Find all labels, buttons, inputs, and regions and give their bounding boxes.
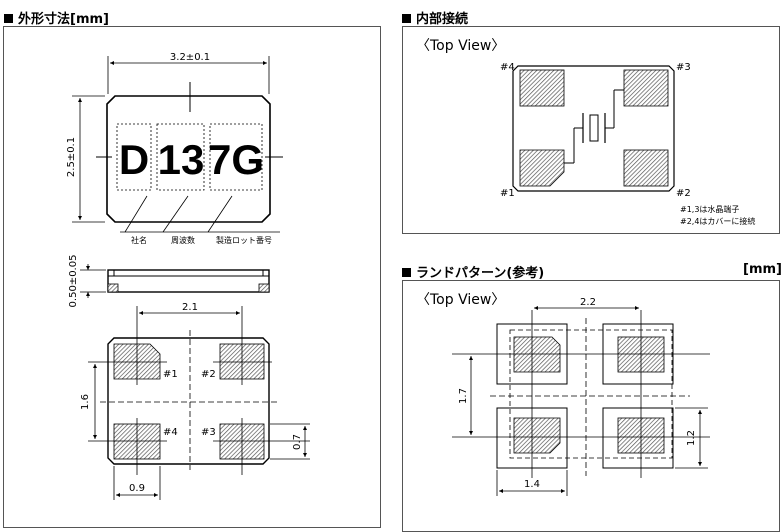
- marking-box-2: [156, 123, 205, 191]
- internal-connection-diagram: 〈Top View〉 #4 #3 #1 #2 #1,3は水晶端子 #2,4はカバ…: [416, 38, 755, 226]
- internal-heading: 内部接続: [402, 8, 468, 27]
- drawing-canvas: 3.2±0.1 2.5±0.1 D 13 7G 社名 周波数 製造ロット番号 0…: [66, 38, 755, 500]
- dim-pad-pitch-x: 2.1: [182, 302, 198, 313]
- internal-pad-2: [623, 149, 669, 187]
- marking-text-2: 13: [158, 136, 205, 183]
- outline-top-view: 3.2±0.1 2.5±0.1 D 13 7G 社名 周波数 製造ロット番号: [66, 52, 283, 245]
- pad-label-2: #2: [201, 369, 216, 380]
- land-dim-height: 1.2: [686, 430, 697, 446]
- callout-frequency: 周波数: [171, 235, 195, 245]
- internal-pin-4: #4: [500, 62, 515, 73]
- internal-note-1: #1,3は水晶端子: [680, 204, 739, 214]
- marking-box-1: [116, 123, 152, 191]
- land-dim-pitch-x: 2.2: [580, 297, 596, 308]
- internal-pad-1: [519, 149, 565, 187]
- internal-note-2: #2,4はカバーに接続: [680, 216, 755, 226]
- outline-heading-text: 外形寸法[mm]: [18, 12, 109, 27]
- internal-heading-text: 内部接続: [416, 12, 469, 27]
- internal-pad-3: [623, 69, 669, 107]
- land-heading-text: ランドパターン(参考): [416, 266, 545, 281]
- land-pattern-diagram: 〈Top View〉 2.2 1.7 1.4 1.2: [416, 292, 710, 496]
- outline-heading: 外形寸法[mm]: [4, 8, 109, 27]
- internal-panel: [402, 26, 780, 234]
- crystal-icon: [564, 89, 624, 164]
- dim-thickness: 0.50±0.05: [68, 255, 79, 308]
- heading-square-icon: [402, 14, 411, 23]
- dim-pad-width: 0.9: [129, 483, 145, 494]
- dim-pad-height: 0.7: [292, 434, 303, 450]
- dim-pad-pitch-y: 1.6: [80, 394, 91, 410]
- callout-lot-number: 製造ロット番号: [216, 235, 272, 245]
- land-heading: ランドパターン(参考): [402, 262, 544, 281]
- dim-width: 3.2±0.1: [170, 52, 210, 63]
- pad-label-1: #1: [163, 369, 178, 380]
- marking-text-1: D: [119, 136, 149, 183]
- heading-square-icon: [402, 268, 411, 277]
- outline-side-view: 0.50±0.05: [68, 255, 270, 308]
- land-unit: [mm]: [743, 262, 781, 277]
- callout-company: 社名: [131, 235, 147, 245]
- dim-height: 2.5±0.1: [66, 137, 77, 177]
- internal-pad-4: [519, 69, 565, 107]
- land-4: [602, 407, 674, 469]
- outline-panel: [3, 26, 381, 528]
- internal-pin-2: #2: [676, 188, 691, 199]
- land-dim-width: 1.4: [524, 479, 540, 490]
- marking-box-3: [209, 123, 263, 191]
- heading-square-icon: [4, 14, 13, 23]
- outline-bottom-view: #1 #2 #4 #3 2.1 1.6 0.7 0.9: [80, 302, 310, 500]
- pad-label-3: #3: [201, 427, 216, 438]
- land-view-label: 〈Top View〉: [416, 292, 505, 308]
- pad-label-4: #4: [163, 427, 178, 438]
- marking-text-3: 7G: [208, 136, 264, 183]
- internal-package: [512, 65, 675, 192]
- package-body: [106, 95, 271, 223]
- internal-pin-3: #3: [676, 62, 691, 73]
- land-panel: [402, 280, 780, 532]
- internal-pin-1: #1: [500, 188, 515, 199]
- land-dim-pitch-y: 1.7: [458, 388, 469, 404]
- package-bottom: [107, 337, 270, 465]
- internal-view-label: 〈Top View〉: [416, 38, 505, 54]
